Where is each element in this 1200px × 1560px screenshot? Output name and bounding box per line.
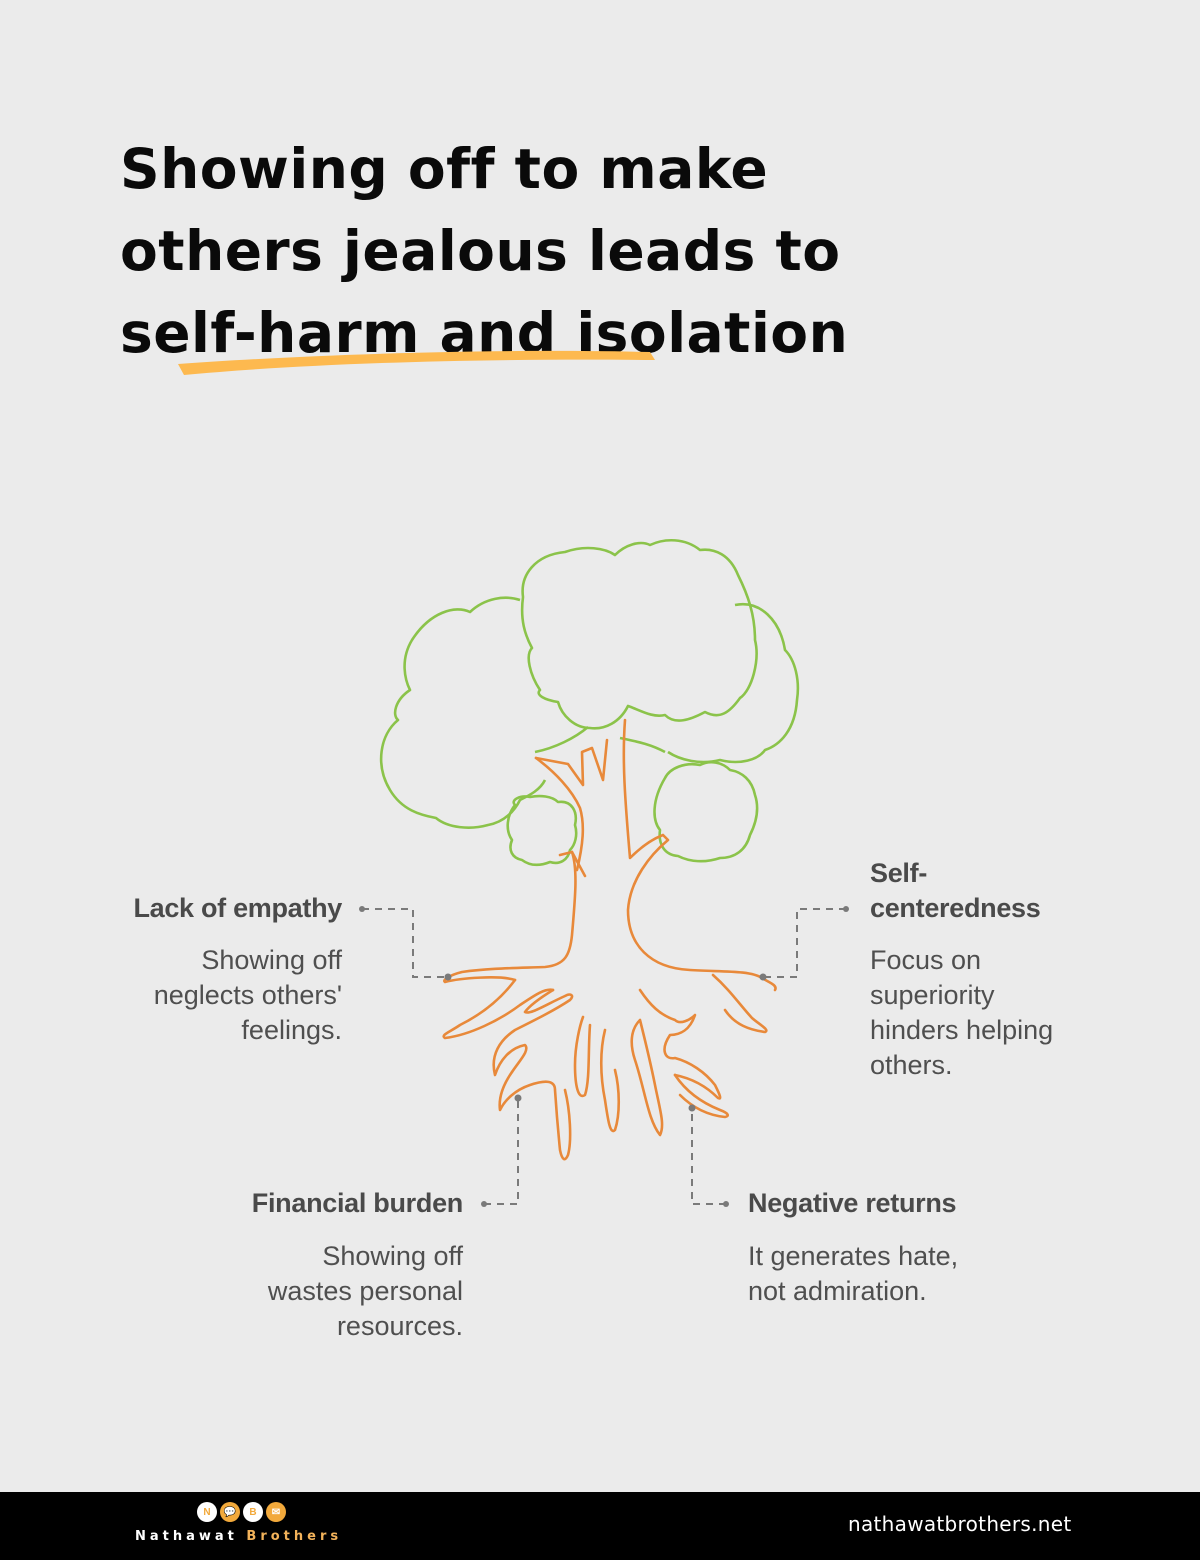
desc-line: others. (870, 1050, 953, 1080)
logo-b-circle-icon: B (243, 1502, 263, 1522)
connector-lines (362, 908, 846, 1205)
label-lack-of-empathy-title: Lack of empathy (133, 893, 342, 923)
website-link[interactable]: nathawatbrothers.net (848, 1512, 1072, 1536)
label-negative-returns-description: It generates hate, not admiration. (748, 1239, 1048, 1309)
logo-mail-icon: ✉ (266, 1502, 286, 1522)
desc-line: Focus on (870, 945, 982, 975)
label-financial-burden-description: Showing off wastes personal resources. (200, 1239, 463, 1344)
title-line-1: Showing off to make (120, 137, 769, 201)
title-line: centeredness (870, 893, 1041, 923)
desc-line: hinders helping (870, 1015, 1054, 1045)
brand-name-first: Nathawat (135, 1529, 238, 1544)
label-lack-of-empathy-description: Showing off neglects others' feelings. (100, 943, 342, 1048)
title-underline-highlight (178, 350, 655, 375)
label-negative-returns-title: Negative returns (748, 1188, 957, 1218)
desc-line: It generates hate, (748, 1241, 959, 1271)
desc-line: neglects others' (153, 980, 342, 1010)
footer-bar: N 💬 B ✉ Nathawat Brothers nathawatbrothe… (0, 1492, 1200, 1560)
connector-lack-of-empathy (362, 908, 448, 978)
label-financial-burden-title: Financial burden (251, 1188, 464, 1218)
desc-line: superiority (870, 980, 995, 1010)
desc-line: wastes personal (267, 1276, 463, 1306)
connector-self-centeredness (763, 908, 846, 978)
tree-canopy (379, 539, 800, 867)
label-self-centeredness-title: Self- centeredness (870, 856, 1130, 926)
desc-line: Showing off (322, 1241, 463, 1271)
brand-logo[interactable]: N 💬 B ✉ (197, 1502, 286, 1522)
desc-line: Showing off (201, 945, 342, 975)
title-line: Self- (870, 858, 928, 888)
brand-name-second: Brothers (246, 1529, 343, 1544)
title-line-2: others jealous leads to (120, 219, 841, 283)
connector-dots (359, 906, 849, 1207)
tree-illustration (359, 539, 849, 1207)
desc-line: feelings. (241, 1015, 342, 1045)
desc-line: not admiration. (748, 1276, 927, 1306)
logo-n-circle-icon: N (197, 1502, 217, 1522)
connector-negative-returns (691, 1108, 726, 1205)
logo-chat-bubble-icon: 💬 (220, 1502, 240, 1522)
desc-line: resources. (336, 1311, 463, 1341)
page-title: Showing off to make others jealous leads… (120, 128, 880, 374)
tree-trunk-and-roots (442, 718, 777, 1161)
brand-name: Nathawat Brothers (135, 1529, 342, 1544)
connector-financial-burden (484, 1098, 519, 1205)
label-self-centeredness-description: Focus on superiority hinders helping oth… (870, 943, 1130, 1083)
